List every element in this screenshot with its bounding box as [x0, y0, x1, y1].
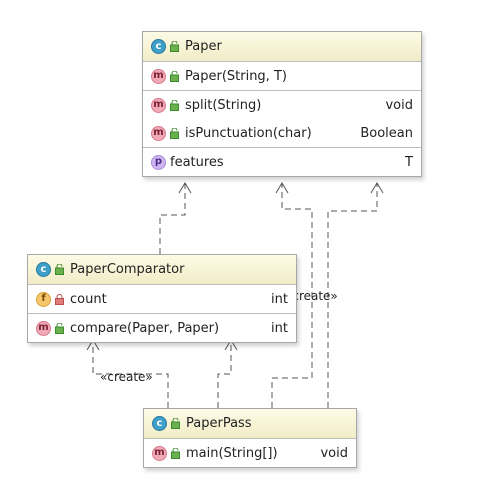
class-icon: c	[152, 416, 167, 431]
create-label-right: «create»	[285, 289, 338, 303]
paper-method-ispunctuation-row[interactable]: m isPunctuation(char) Boolean	[143, 119, 421, 147]
class-icon: c	[151, 39, 166, 54]
public-visibility-icon	[170, 99, 179, 111]
public-visibility-icon	[171, 418, 180, 429]
public-visibility-icon	[55, 322, 64, 334]
paper-pass-class-name: PaperPass	[186, 416, 252, 431]
private-lock-icon	[55, 293, 64, 305]
method-icon: m	[152, 445, 167, 461]
paper-pass-class[interactable]: c PaperPass m main(String[]) void	[143, 408, 357, 468]
arrowhead-paper-1	[178, 182, 192, 194]
create-label-left: «create»	[100, 370, 153, 384]
comparator-to-paper-line	[159, 183, 186, 254]
pass-to-comparator-line-1	[92, 340, 169, 408]
pass-to-paper-line-1	[271, 183, 313, 408]
paper-pass-class-header[interactable]: c PaperPass	[144, 409, 356, 439]
public-visibility-icon	[55, 264, 64, 275]
method-icon: m	[151, 125, 166, 141]
method-icon: m	[151, 97, 166, 113]
paper-comparator-class-name: PaperComparator	[70, 262, 185, 277]
member-name: isPunctuation(char)	[185, 125, 312, 141]
paper-properties-section: p features T	[143, 148, 421, 176]
paper-class-name: Paper	[185, 39, 222, 54]
arrowhead-paper-3	[370, 182, 384, 194]
paper-methods-section: m split(String) void m isPunctuation(cha…	[143, 91, 421, 148]
member-name: Paper(String, T)	[185, 68, 287, 84]
member-name: count	[70, 291, 107, 307]
method-icon: m	[151, 68, 166, 84]
public-visibility-icon	[171, 447, 180, 459]
member-type: int	[271, 291, 288, 307]
paper-comparator-class[interactable]: c PaperComparator f count int m compare(…	[27, 254, 297, 343]
paper-pass-method-main-row[interactable]: m main(String[]) void	[144, 439, 356, 467]
paper-method-split-row[interactable]: m split(String) void	[143, 91, 421, 119]
property-icon: p	[151, 154, 166, 170]
class-icon: c	[36, 262, 51, 277]
public-visibility-icon	[170, 70, 179, 82]
paper-pass-methods-section: m main(String[]) void	[144, 439, 356, 467]
paper-comparator-methods-section: m compare(Paper, Paper) int	[28, 314, 296, 342]
public-visibility-icon	[170, 127, 179, 139]
public-visibility-icon	[170, 41, 179, 52]
member-type: void	[385, 97, 413, 113]
paper-constructor-row[interactable]: m Paper(String, T)	[143, 62, 421, 90]
paper-class-header[interactable]: c Paper	[143, 32, 421, 62]
arrowhead-paper-2	[275, 182, 289, 194]
paper-class[interactable]: c Paper m Paper(String, T) m split(Strin…	[142, 31, 422, 177]
member-type: Boolean	[360, 125, 413, 141]
member-name: split(String)	[185, 97, 262, 113]
paper-comparator-fields-section: f count int	[28, 285, 296, 314]
member-name: main(String[])	[186, 445, 278, 461]
member-type: void	[320, 445, 348, 461]
member-name: features	[170, 154, 224, 170]
paper-comparator-class-header[interactable]: c PaperComparator	[28, 255, 296, 285]
member-type: int	[271, 320, 288, 336]
member-type: T	[405, 154, 413, 170]
paper-comparator-field-count-row[interactable]: f count int	[28, 285, 296, 313]
pass-to-paper-line-2	[327, 183, 378, 408]
paper-comparator-method-compare-row[interactable]: m compare(Paper, Paper) int	[28, 314, 296, 342]
pass-to-comparator-line-2	[217, 340, 232, 408]
field-icon: f	[36, 291, 51, 307]
method-icon: m	[36, 320, 51, 336]
paper-constructors-section: m Paper(String, T)	[143, 62, 421, 91]
paper-property-features-row[interactable]: p features T	[143, 148, 421, 176]
member-name: compare(Paper, Paper)	[70, 320, 220, 336]
